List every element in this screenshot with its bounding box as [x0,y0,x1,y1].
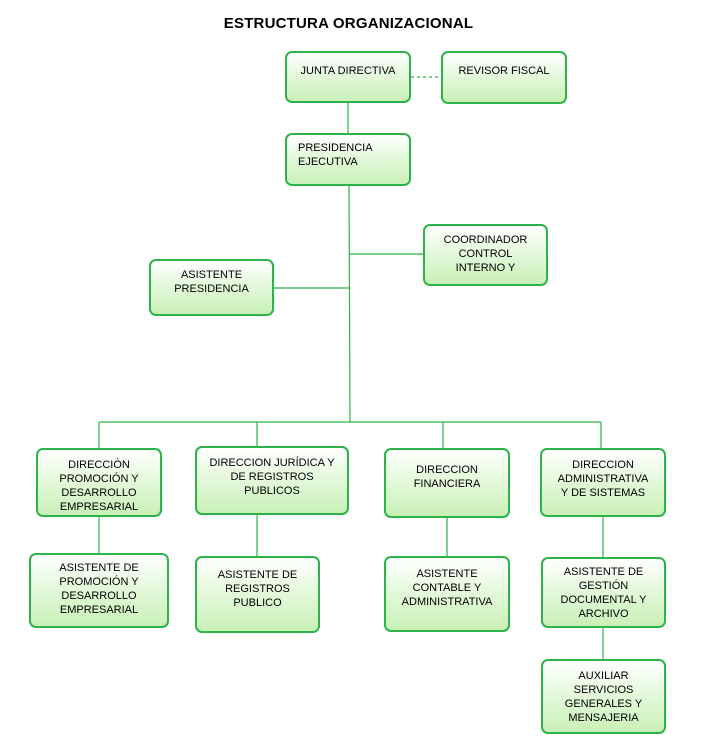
node-junta-directiva: JUNTA DIRECTIVA [285,51,411,103]
connector-main-trunk [348,184,351,423]
node-label: ASISTENTE PRESIDENCIA [174,269,249,295]
node-asistente-promocion: ASISTENTE DE PROMOCIÓN Y DESARROLLO EMPR… [29,553,169,628]
node-label: REVISOR FISCAL [458,65,550,77]
node-direccion-promocion: DIRECCIÒN PROMOCIÓN Y DESARROLLO EMPRESA… [36,448,162,517]
node-presidencia-ejecutiva: PRESIDENCIA EJECUTIVA [285,133,411,186]
node-asistente-gestion-documental: ASISTENTE DE GESTIÓN DOCUMENTAL Y ARCHIV… [541,557,666,628]
node-asistente-contable: ASISTENTE CONTABLE Y ADMINISTRATIVA [384,556,510,632]
node-label: COORDINADOR CONTROL INTERNO Y [443,234,528,274]
node-auxiliar-servicios: AUXILIAR SERVICIOS GENERALES Y MENSAJERI… [541,659,666,734]
node-label: JUNTA DIRECTIVA [300,65,396,77]
node-direccion-juridica: DIRECCION JURÍDICA Y DE REGISTROS PUBLIC… [195,446,349,515]
node-revisor-fiscal: REVISOR FISCAL [441,51,567,104]
node-direccion-financiera: DIRECCION FINANCIERA [384,448,510,518]
node-label: ASISTENTE CONTABLE Y ADMINISTRATIVA [401,568,493,608]
node-label: PRESIDENCIA EJECUTIVA [298,142,373,168]
node-label: ASISTENTE DE GESTIÓN DOCUMENTAL Y ARCHIV… [560,566,647,620]
node-asistente-registros: ASISTENTE DE REGISTROS PUBLICO [195,556,320,633]
node-label: AUXILIAR SERVICIOS GENERALES Y MENSAJERI… [564,670,643,724]
chart-title: ESTRUCTURA ORGANIZACIONAL [223,15,474,32]
node-direccion-administrativa: DIRECCION ADMINISTRATIVA Y DE SISTEMAS [540,448,666,517]
node-coordinador-control-interno: COORDINADOR CONTROL INTERNO Y [423,224,548,286]
node-label: DIRECCION FINANCIERA [413,464,481,490]
node-label: DIRECCION JURÍDICA Y DE REGISTROS PUBLIC… [209,457,335,497]
node-label: DIRECCION ADMINISTRATIVA Y DE SISTEMAS [557,459,649,499]
node-asistente-presidencia: ASISTENTE PRESIDENCIA [149,259,274,316]
node-label: ASISTENTE DE REGISTROS PUBLICO [217,569,298,609]
node-label: ASISTENTE DE PROMOCIÓN Y DESARROLLO EMPR… [59,562,139,616]
node-label: DIRECCIÒN PROMOCIÓN Y DESARROLLO EMPRESA… [59,459,139,513]
